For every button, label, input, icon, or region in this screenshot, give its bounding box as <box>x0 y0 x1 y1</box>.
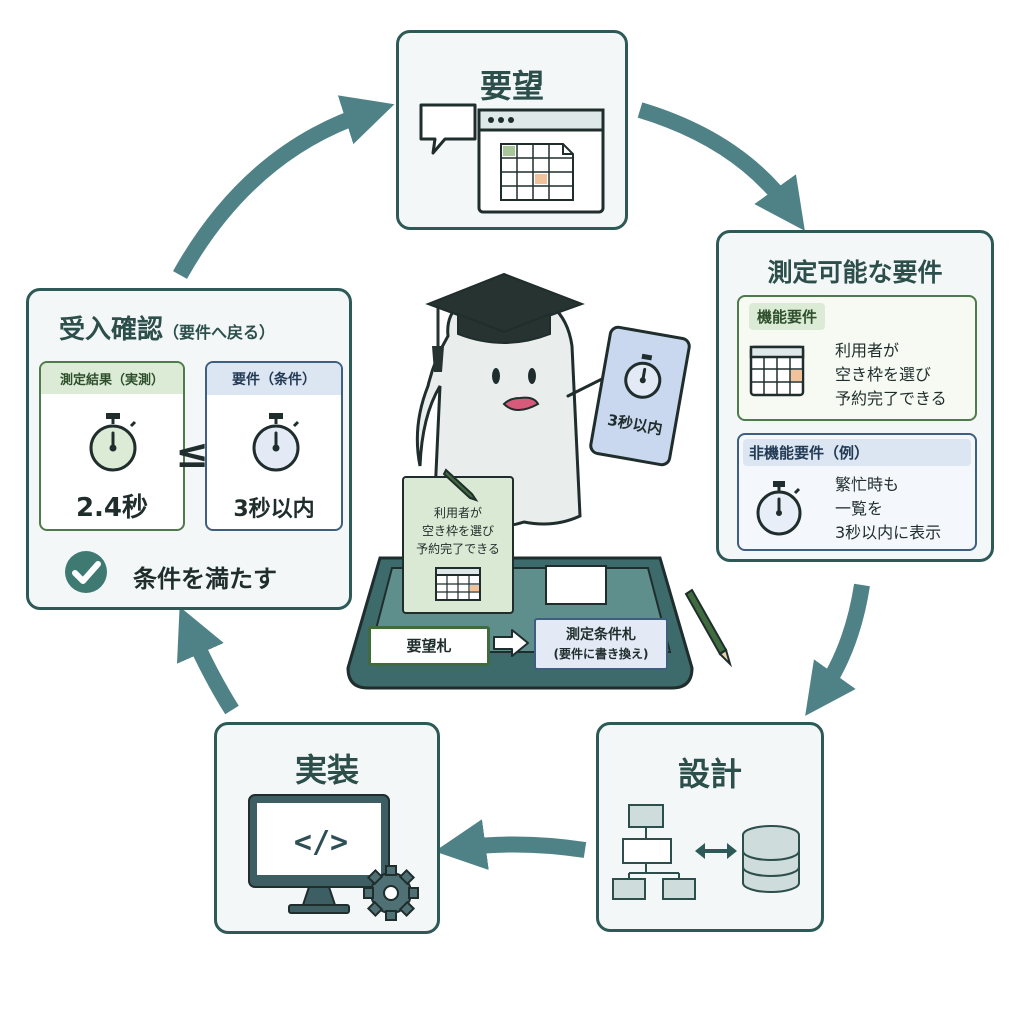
requirement-condition-box: 要件（条件） 3秒以内 <box>205 361 343 531</box>
monitor-gear-icon <box>248 794 419 921</box>
request-title: 要望 <box>479 67 544 105</box>
design-title: 設計 <box>677 755 742 793</box>
time-limit-sign: 3秒以内 <box>587 324 693 469</box>
calendar-icon <box>435 567 481 601</box>
requirement-label: 要件（条件） <box>207 363 341 395</box>
less-or-equal-operator: ≤ <box>175 431 209 477</box>
arrow-implementation-to-acceptance <box>177 606 239 715</box>
requirement-value: 3秒以内 <box>233 497 315 522</box>
right-arrow-icon <box>493 629 529 657</box>
functional-requirement-label: 機能要件 <box>749 303 826 330</box>
stopwatch-icon <box>252 413 300 472</box>
stopwatch-icon <box>624 353 662 399</box>
nonfunctional-requirement-box: 非機能要件（例） 繁忙時も 一覧を 3秒以内に表示 <box>737 433 977 551</box>
measured-result-box: 測定結果（実測） 2.4秒 <box>39 361 185 531</box>
request-tag-text: 要望札 <box>406 637 452 655</box>
nonfunctional-line-1: 繁忙時も <box>835 475 900 494</box>
measure-card-line-1: 測定条件札 <box>566 627 636 643</box>
stopwatch-icon <box>756 481 802 536</box>
functional-line-2: 空き枠を選び <box>835 365 932 384</box>
functional-line-1: 利用者が <box>835 341 900 360</box>
pencil-icon <box>684 588 733 668</box>
requirement-note-card: 利用者が 空き枠を選び 予約完了できる <box>402 476 514 614</box>
speech-bubble-icon <box>419 103 477 155</box>
note-line-3: 予約完了できる <box>416 542 500 556</box>
acceptance-title-note: （要件へ戻る） <box>163 323 276 342</box>
requirements-title: 測定可能な要件 <box>767 258 943 287</box>
code-symbol: </> <box>293 825 349 860</box>
measure-condition-card: 測定条件札 (要件に書き換え) <box>534 618 668 670</box>
requirements-card: 測定可能な要件 機能要件 利用者が 空き枠を選び 予約完了できる 非機能要件（例… <box>716 230 994 562</box>
pen-icon <box>442 468 479 502</box>
note-line-1: 利用者が <box>433 506 482 520</box>
arrow-design-to-implementation <box>434 819 587 870</box>
design-card: 設計 <box>596 722 824 932</box>
acceptance-card: 受入確認（要件へ戻る） 測定結果（実測） 2.4秒 ≤ 要件（条件） 3秒以内 … <box>26 288 352 610</box>
nonfunctional-line-3: 3秒以内に表示 <box>835 523 942 542</box>
acceptance-title-main: 受入確認 <box>59 315 164 345</box>
arrow-request-to-requirements <box>637 102 805 231</box>
request-tag-card: 要望札 <box>368 626 490 666</box>
arrow-acceptance-to-request <box>173 95 395 279</box>
stopwatch-icon <box>89 413 137 472</box>
checkmark-icon <box>65 551 107 593</box>
note-line-2: 空き枠を選び <box>421 524 494 538</box>
nonfunctional-line-2: 一覧を <box>835 499 884 518</box>
arrow-requirements-to-design <box>805 583 870 716</box>
flowchart-database-icon <box>612 804 800 900</box>
implementation-card: 実装 </> <box>214 722 440 934</box>
browser-calendar-icon <box>477 108 605 214</box>
acceptance-title: 受入確認（要件へ戻る） <box>59 309 275 346</box>
functional-requirement-box: 機能要件 利用者が 空き枠を選び 予約完了できる <box>737 295 977 421</box>
calendar-icon <box>749 345 805 397</box>
graduation-cap-icon <box>425 272 585 372</box>
functional-line-3: 予約完了できる <box>835 389 947 408</box>
measure-card-line-2: (要件に書き換え) <box>553 647 649 661</box>
acceptance-result: 条件を満たす <box>133 565 277 593</box>
request-card: 要望 <box>396 30 628 230</box>
nonfunctional-requirement-label: 非機能要件（例） <box>743 439 971 466</box>
measured-value: 2.4秒 <box>75 493 149 523</box>
implementation-title: 実装 <box>294 751 359 789</box>
measured-label: 測定結果（実測） <box>41 363 183 394</box>
